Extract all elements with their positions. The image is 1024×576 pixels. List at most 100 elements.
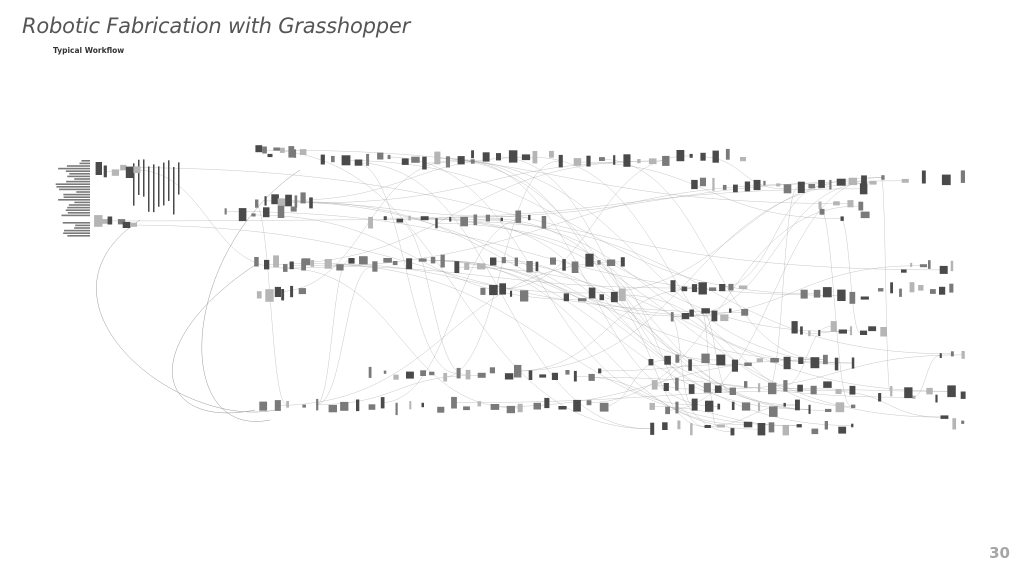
component-node [440, 254, 445, 268]
component-block [133, 163, 135, 206]
component-node [949, 283, 954, 293]
component-node [539, 374, 547, 378]
input-list-bar [74, 178, 90, 180]
wire [588, 177, 882, 294]
component-node [528, 370, 533, 380]
component-node [711, 310, 718, 322]
component-node [496, 153, 501, 161]
input-list-bar [79, 162, 90, 165]
component-node [849, 385, 856, 395]
component-node [395, 402, 398, 416]
input-list-bar [58, 167, 90, 170]
component-node [298, 288, 306, 295]
component-node [300, 192, 306, 204]
component-node [471, 150, 474, 159]
component-node [301, 258, 311, 266]
component-node [408, 215, 411, 221]
component-node [517, 403, 523, 413]
component-node [840, 216, 844, 221]
wire [201, 169, 301, 422]
component-block [163, 162, 165, 206]
component-node [396, 218, 404, 223]
wire [435, 223, 839, 332]
component-node [849, 326, 853, 336]
wire [719, 184, 830, 288]
component-node [573, 370, 577, 382]
component-node [457, 156, 465, 165]
input-list-bar [63, 196, 90, 198]
component-node [485, 214, 490, 222]
wire [454, 266, 948, 392]
component-node [620, 257, 625, 267]
component-node [756, 358, 763, 363]
component-block [168, 160, 170, 201]
component-node [783, 380, 788, 392]
component-node [573, 158, 582, 166]
component-node [858, 201, 864, 211]
component-node [281, 289, 285, 301]
component-node [514, 364, 522, 378]
wire [310, 263, 797, 426]
component-node [890, 282, 893, 294]
component-node [935, 394, 938, 403]
component-node [716, 354, 726, 366]
component-node [265, 289, 274, 302]
component-node [719, 284, 726, 292]
wire [443, 160, 559, 378]
component-node [120, 164, 127, 171]
component-node [810, 357, 820, 369]
component-node [808, 184, 816, 189]
component-node [125, 166, 134, 178]
wire [586, 205, 859, 403]
component-node [302, 404, 306, 408]
component-node [316, 398, 319, 411]
component-node [465, 369, 471, 380]
component-node [464, 262, 470, 270]
component-node [277, 205, 285, 218]
input-list-bar [67, 235, 90, 237]
component-node [499, 283, 506, 295]
component-node [359, 256, 368, 265]
component-node [599, 157, 605, 161]
component-node [558, 406, 567, 410]
component-node [490, 404, 500, 410]
component-node [259, 401, 268, 411]
input-list-bar [58, 199, 90, 201]
component-node [380, 397, 385, 409]
input-list-bar [65, 209, 90, 211]
wire [96, 219, 276, 413]
component-node [960, 391, 966, 399]
component-node [267, 153, 273, 158]
component-node [606, 259, 616, 266]
slide-subtitle: Typical Workflow [53, 46, 125, 55]
component-node [688, 359, 692, 371]
component-node [368, 366, 372, 378]
component-node [818, 329, 821, 337]
component-node [689, 153, 693, 158]
component-node [504, 373, 514, 380]
component-node [800, 326, 803, 335]
component-node [383, 370, 387, 374]
component-node [912, 395, 916, 399]
component-node [825, 408, 832, 412]
wire [675, 407, 705, 427]
component-node [406, 371, 414, 379]
component-node [336, 264, 344, 271]
component-node [757, 423, 766, 436]
component-node [796, 424, 802, 428]
component-node [768, 382, 777, 395]
component-node [835, 389, 842, 394]
wire [264, 200, 852, 364]
component-node [758, 383, 761, 393]
component-node [688, 384, 695, 394]
component-node [586, 155, 591, 167]
wire [420, 180, 902, 219]
component-node [288, 146, 295, 158]
wire [490, 261, 826, 411]
component-node [797, 384, 803, 392]
component-node [681, 286, 688, 292]
component-node [860, 330, 868, 335]
input-list-bar [66, 165, 90, 167]
wire [598, 158, 823, 360]
